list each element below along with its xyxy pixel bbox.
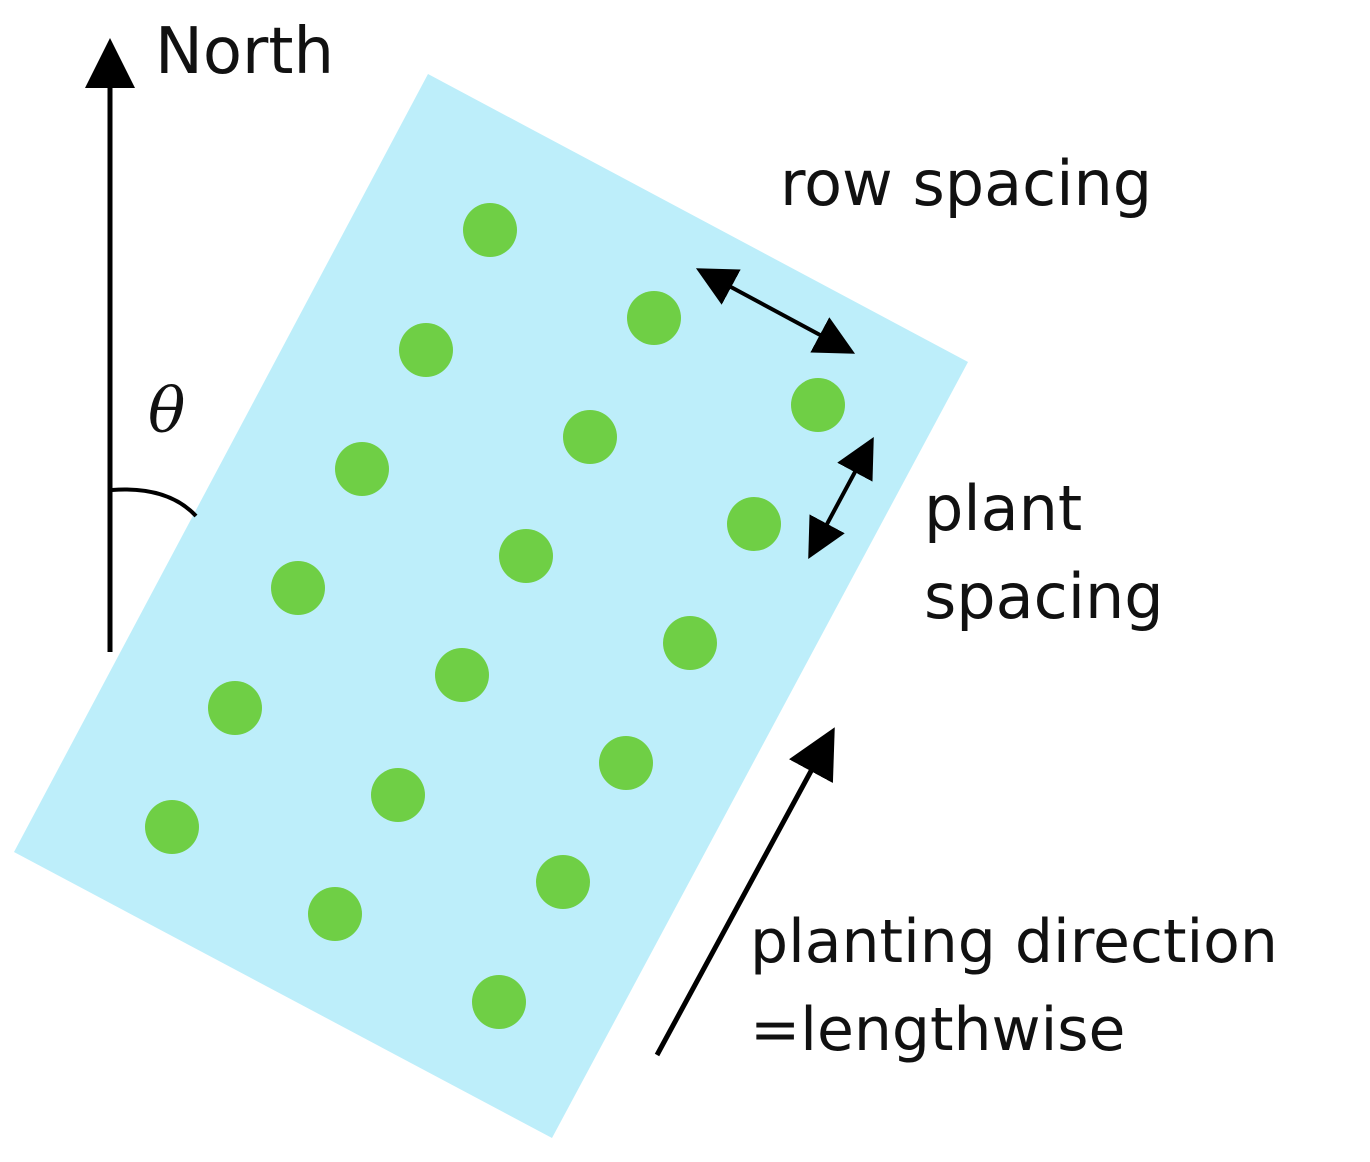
plant-dot bbox=[663, 616, 717, 670]
plant-spacing-label-line1: plant bbox=[924, 472, 1082, 545]
row-spacing-arrow bbox=[695, 268, 856, 354]
plant-dot bbox=[145, 800, 199, 854]
plant-dot bbox=[371, 768, 425, 822]
plant-dot bbox=[727, 497, 781, 551]
planting-direction-label-line2: =lengthwise bbox=[750, 995, 1125, 1065]
plant-dot bbox=[435, 648, 489, 702]
plant-dot bbox=[463, 203, 517, 257]
plant-group bbox=[145, 203, 845, 1029]
north-label: North bbox=[155, 15, 334, 89]
plant-dot bbox=[627, 291, 681, 345]
planting-direction-arrow bbox=[654, 727, 835, 1057]
plant-dot bbox=[499, 529, 553, 583]
planting-direction-label-line1: planting direction bbox=[750, 907, 1278, 977]
plant-dot bbox=[399, 323, 453, 377]
plant-dot bbox=[563, 410, 617, 464]
plant-dot bbox=[599, 736, 653, 790]
plant-spacing-arrow bbox=[808, 436, 874, 560]
plant-dot bbox=[208, 681, 262, 735]
plant-spacing-label-line2: spacing bbox=[924, 560, 1164, 633]
plant-dot bbox=[335, 442, 389, 496]
plant-dot bbox=[271, 561, 325, 615]
angle-arc bbox=[111, 487, 198, 518]
plant-dot bbox=[472, 975, 526, 1029]
plant-dot bbox=[536, 855, 590, 909]
plant-dot bbox=[791, 378, 845, 432]
theta-label: θ bbox=[148, 374, 185, 447]
plant-dot bbox=[308, 887, 362, 941]
row-spacing-label: row spacing bbox=[780, 147, 1152, 220]
